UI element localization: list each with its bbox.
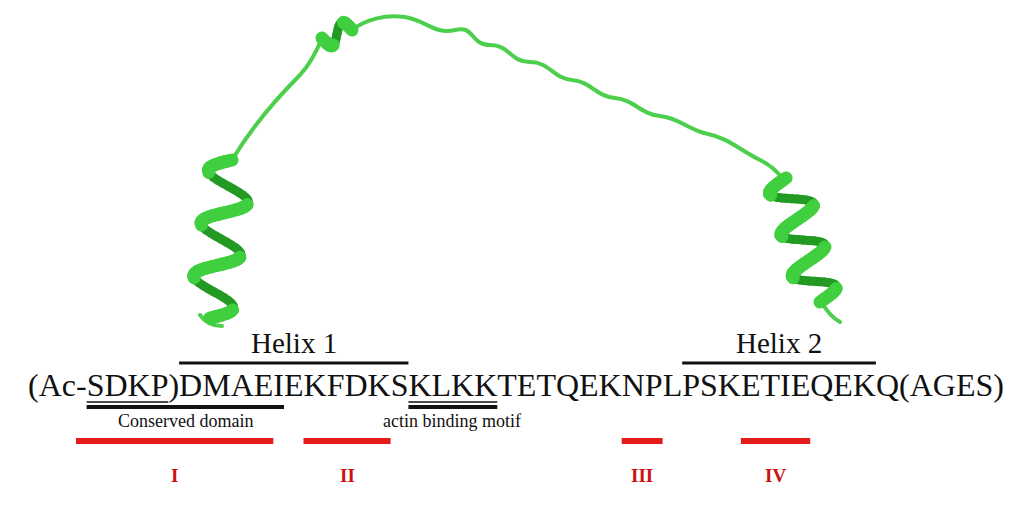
domain-bar <box>87 405 284 409</box>
region-bar <box>622 438 663 444</box>
motif-bar <box>408 405 497 409</box>
domain-label: Conserved domain <box>118 412 253 430</box>
helix-ribbon <box>187 276 200 278</box>
ribbon-structure <box>194 16 840 326</box>
underline <box>408 401 497 403</box>
helix-ribbon <box>820 299 825 302</box>
helix-label: Helix 2 <box>736 329 822 358</box>
coil <box>232 16 782 178</box>
helix-line <box>682 362 876 365</box>
helix-line <box>179 362 408 365</box>
sequence-text: (Ac-SDKP)DMAEIEKFDKSKLKKTETQEKNPLPSKETIE… <box>28 369 1004 401</box>
region-number: III <box>631 466 653 485</box>
helix-ribbon <box>210 317 216 318</box>
helix-label: Helix 1 <box>251 329 337 358</box>
helix-ribbon <box>202 170 215 172</box>
region-number: II <box>340 466 355 485</box>
helix-ribbon <box>770 194 771 196</box>
motif-label: actin binding motif <box>383 412 521 430</box>
coil <box>200 315 222 326</box>
helix-ribbon <box>792 276 793 278</box>
helix-ribbon <box>781 235 782 237</box>
region-number: I <box>171 466 178 485</box>
region-bar <box>741 438 810 444</box>
helix-ribbon <box>332 39 333 53</box>
underline <box>87 401 169 403</box>
helix-ribbon <box>350 28 352 30</box>
region-number: IV <box>765 466 786 485</box>
helix-ribbon <box>195 223 209 225</box>
region-bar <box>304 438 391 444</box>
region-bar <box>76 438 273 444</box>
